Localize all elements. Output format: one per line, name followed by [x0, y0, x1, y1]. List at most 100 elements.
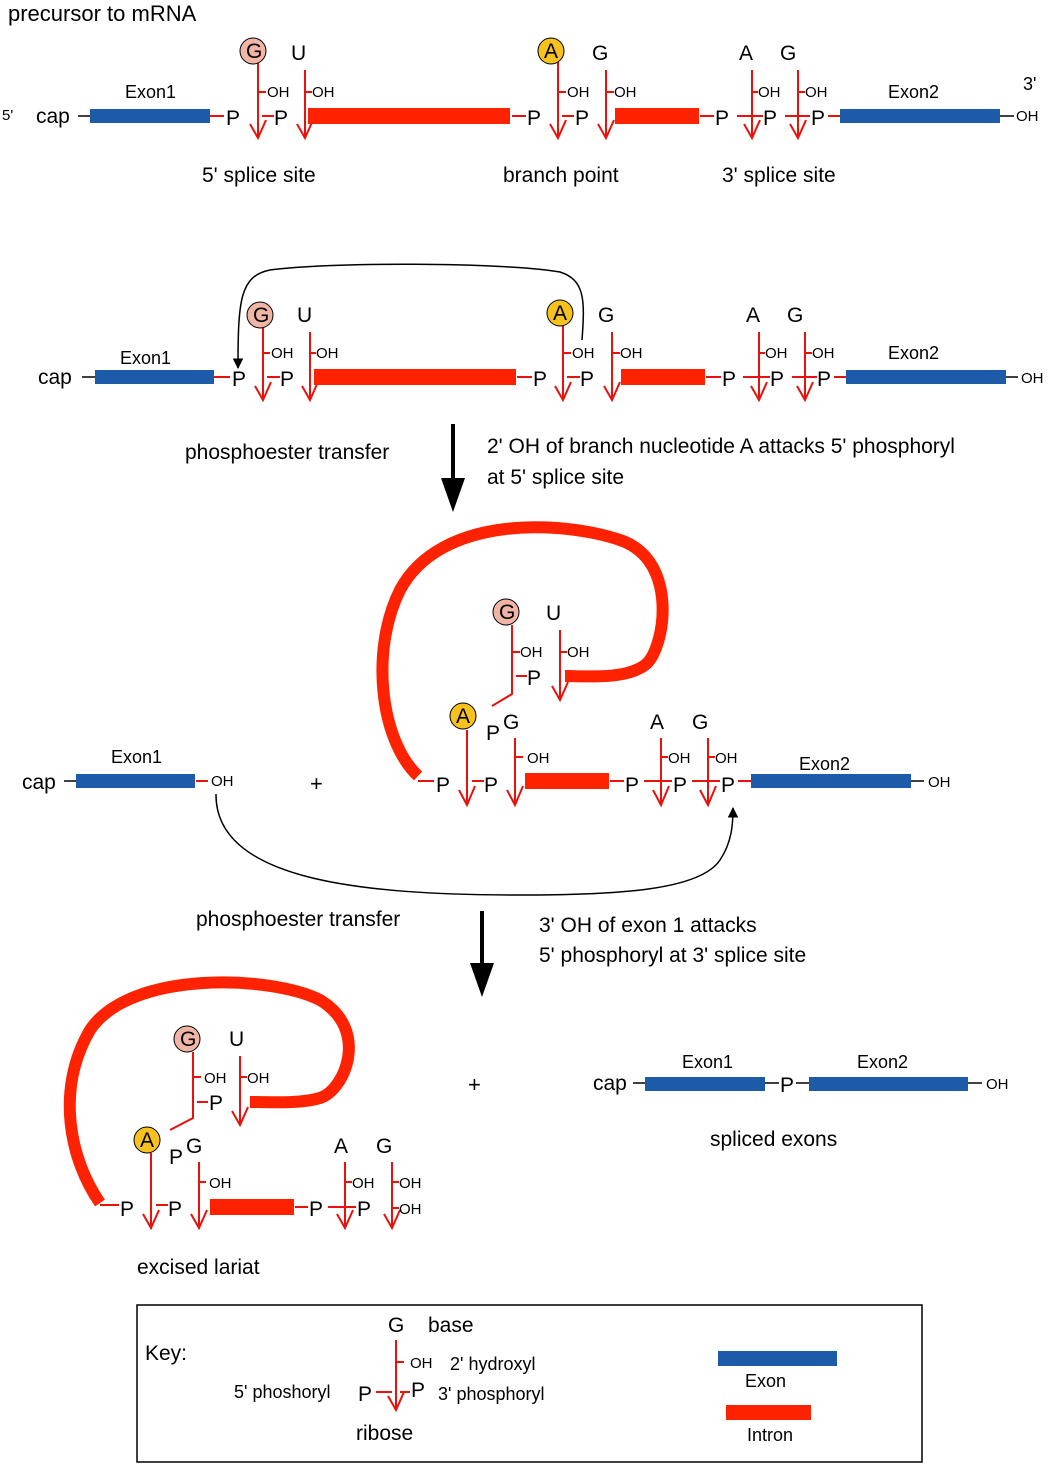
hydroxyl: OH	[614, 84, 637, 101]
attack-section: cap Exon1 P OH G P OH U P OH A P OH G P	[38, 263, 1044, 403]
exon1-label: Exon1	[120, 348, 171, 368]
phosphate: P	[226, 107, 240, 130]
phosphate: P	[209, 1092, 223, 1115]
a-base-circle	[133, 1126, 161, 1154]
phosphate: P	[763, 107, 777, 130]
g-base-letter: G	[186, 1135, 202, 1158]
u-base-letter: U	[291, 42, 306, 65]
exon2-bar	[751, 774, 911, 788]
hydroxyl: OH	[312, 84, 335, 101]
cap-label: cap	[36, 105, 70, 128]
hydroxyl: OH	[247, 1070, 270, 1087]
phosphate: P	[811, 107, 825, 130]
g-base-letter: G	[253, 304, 269, 327]
intron-bar	[308, 108, 510, 124]
u-base-letter: U	[229, 1028, 244, 1051]
phosphate: P	[533, 368, 547, 391]
hydroxyl: OH	[567, 644, 590, 661]
g-base-letter: G	[376, 1135, 392, 1158]
phosphate: P	[673, 774, 687, 797]
lariat-loop	[63, 976, 355, 1207]
exon1-bar	[90, 109, 210, 123]
exon1-label: Exon1	[125, 82, 176, 102]
excised-lariat-label: excised lariat	[137, 1256, 260, 1279]
key-ribose-label: ribose	[356, 1422, 413, 1445]
exon2-bar	[846, 370, 1006, 384]
hydroxyl: OH	[620, 345, 643, 362]
branch-point-label: branch point	[503, 164, 619, 187]
exon2-label: Exon2	[857, 1052, 908, 1072]
phosphate: P	[232, 368, 246, 391]
key-base-letter: G	[388, 1314, 404, 1337]
hydroxyl: OH	[572, 345, 595, 362]
hydroxyl: OH	[567, 84, 590, 101]
transfer2-desc-line1: 3' OH of exon 1 attacks	[539, 914, 757, 937]
step2-transfer: phosphoester transfer 3' OH of exon 1 at…	[196, 908, 806, 997]
phosphate: P	[575, 107, 589, 130]
attack-arrow	[215, 793, 739, 896]
key-title: Key:	[145, 1342, 187, 1365]
exon1-bar	[95, 370, 214, 384]
hydroxyl: OH	[1016, 108, 1039, 125]
hydroxyl: OH	[399, 1175, 422, 1192]
hydroxyl: OH	[399, 1201, 422, 1218]
phosphate: P	[274, 107, 288, 130]
u-base-letter: U	[546, 602, 561, 625]
a-base-letter: A	[746, 304, 760, 327]
exon2-bar	[840, 109, 1000, 123]
a-base-letter: A	[140, 1129, 154, 1152]
phosphate: P	[436, 774, 450, 797]
hydroxyl: OH	[715, 750, 738, 767]
phosphate: P	[527, 667, 541, 690]
products-section: G OH P OH U A P G P P OH P OH A P OH O	[63, 976, 1009, 1279]
a-base-letter: A	[544, 40, 558, 63]
plus-sign: +	[310, 771, 323, 796]
phosphate: P	[486, 722, 500, 745]
step1-transfer: phosphoester transfer 2' OH of branch nu…	[185, 424, 955, 512]
down-arrow-icon	[441, 478, 465, 512]
a-base-letter: A	[456, 705, 470, 728]
transfer1-desc-line1: 2' OH of branch nucleotide A attacks 5' …	[487, 435, 955, 458]
exon2-bar	[809, 1077, 968, 1091]
phosphate: P	[120, 1198, 134, 1221]
exon1-label: Exon1	[111, 747, 162, 767]
g-base-circle	[246, 301, 274, 329]
g-base-letter: G	[180, 1028, 196, 1051]
phosphate: P	[722, 368, 736, 391]
cap-label: cap	[22, 771, 56, 794]
hydroxyl: OH	[520, 644, 543, 661]
intron-bar	[210, 1199, 294, 1215]
three-prime-end-label: 3'	[1023, 74, 1036, 94]
hydroxyl: OH	[805, 84, 828, 101]
intermediate-section: cap Exon1 OH + G OH P OH U A P G P P OH	[22, 521, 951, 896]
three-splice-site-label: 3' splice site	[722, 164, 836, 187]
transfer1-label: phosphoester transfer	[185, 441, 389, 464]
g-base-circle	[173, 1025, 201, 1053]
g-base-letter: G	[692, 711, 708, 734]
hydroxyl: OH	[352, 1175, 375, 1192]
key-p-right: P	[411, 1379, 425, 1402]
transfer2-desc-line2: 5' phosphoryl at 3' splice site	[539, 944, 806, 967]
g-base-letter: G	[780, 42, 796, 65]
hydroxyl: OH	[1021, 370, 1044, 387]
hydroxyl: OH	[316, 345, 339, 362]
a-base-circle	[449, 702, 477, 730]
transfer2-label: phosphoester transfer	[196, 908, 400, 931]
exon2-label: Exon2	[799, 754, 850, 774]
a-base-letter: A	[334, 1135, 348, 1158]
exon2-label: Exon2	[888, 343, 939, 363]
phosphate: P	[357, 1198, 371, 1221]
a-base-circle	[546, 299, 574, 327]
key-exon-label: Exon	[745, 1371, 786, 1391]
key-five-phosphoryl-label: 5' phoshoryl	[234, 1382, 331, 1402]
plus-sign: +	[468, 1072, 481, 1097]
g-base-letter: G	[592, 42, 608, 65]
key-intron-swatch	[726, 1405, 811, 1420]
phosphate: P	[721, 774, 735, 797]
g-base-letter: G	[499, 601, 515, 624]
phosphate: P	[527, 107, 541, 130]
lariat-loop	[376, 521, 669, 781]
phosphate: P	[280, 368, 294, 391]
